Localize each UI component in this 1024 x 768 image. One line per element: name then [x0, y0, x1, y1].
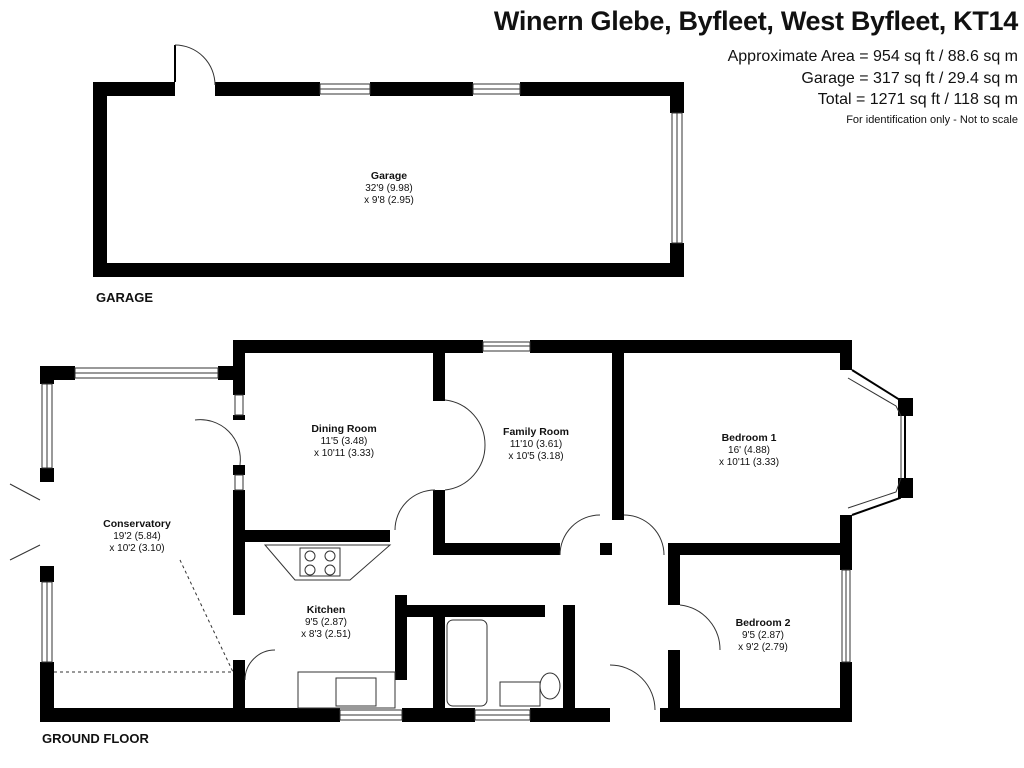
ground-floor-walls	[40, 340, 913, 722]
room-label-bedroom1: Bedroom 1 16' (4.88) x 10'11 (3.33)	[719, 432, 779, 469]
room-dim: x 10'11 (3.33)	[718, 457, 780, 468]
room-label-family: Family Room 11'10 (3.61) x 10'5 (3.18)	[503, 426, 569, 463]
room-dim: 19'2 (5.84)	[113, 531, 161, 542]
room-label-kitchen: Kitchen 9'5 (2.87) x 8'3 (2.51)	[301, 604, 351, 641]
room-dim: x 10'11 (3.33)	[313, 448, 375, 459]
ground-floor-label: GROUND FLOOR	[42, 731, 149, 746]
total-area: Total = 1271 sq ft / 118 sq m	[817, 91, 1018, 108]
room-dim: x 10'2 (3.10)	[109, 543, 165, 554]
disclaimer-note: For identification only - Not to scale	[846, 114, 1018, 126]
room-name: Kitchen	[306, 604, 346, 616]
room-dim: 9'5 (2.87)	[742, 630, 784, 641]
room-label-dining: Dining Room 11'5 (3.48) x 10'11 (3.33)	[311, 423, 376, 460]
room-dim: 32'9 (9.98)	[365, 183, 413, 194]
room-dim: x 9'2 (2.79)	[738, 642, 788, 653]
room-dim: 11'10 (3.61)	[509, 439, 563, 450]
room-name: Family Room	[503, 426, 569, 438]
room-label-conservatory: Conservatory 19'2 (5.84) x 10'2 (3.10)	[103, 518, 171, 555]
garage-windows	[174, 44, 683, 244]
ground-floor-windows-doors	[9, 341, 906, 721]
room-dim: 16' (4.88)	[728, 445, 770, 456]
room-label-garage: Garage 32'9 (9.98) x 9'8 (2.95)	[364, 170, 414, 207]
garage-area: Garage = 317 sq ft / 29.4 sq m	[801, 70, 1018, 87]
room-dim: x 8'3 (2.51)	[301, 629, 351, 640]
garage-floor-label: GARAGE	[96, 290, 154, 305]
room-name: Garage	[370, 170, 408, 182]
room-dim: x 9'8 (2.95)	[364, 195, 414, 206]
room-dim: x 10'5 (3.18)	[508, 451, 564, 462]
room-name: Bedroom 1	[721, 432, 777, 444]
room-label-bedroom2: Bedroom 2 9'5 (2.87) x 9'2 (2.79)	[736, 617, 791, 654]
property-title: Winern Glebe, Byfleet, West Byfleet, KT1…	[493, 6, 1018, 36]
approximate-area: Approximate Area = 954 sq ft / 88.6 sq m	[727, 48, 1018, 65]
room-name: Dining Room	[311, 423, 377, 435]
room-dim: 9'5 (2.87)	[305, 617, 347, 628]
garage-walls	[93, 82, 684, 277]
room-dim: 11'5 (3.48)	[320, 436, 368, 447]
room-name: Bedroom 2	[735, 617, 791, 629]
room-name: Conservatory	[103, 518, 171, 530]
